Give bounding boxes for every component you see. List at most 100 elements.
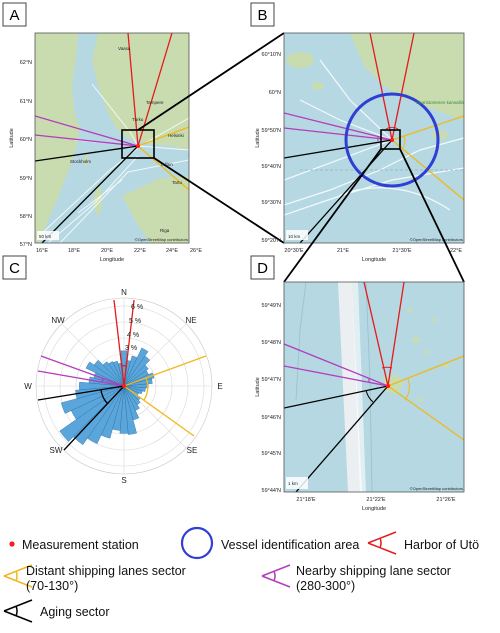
rose-sectors	[37, 299, 207, 451]
svg-text:59°47'N: 59°47'N	[262, 377, 281, 383]
svg-text:16°E: 16°E	[36, 248, 48, 254]
map-credit: ©OpenStreetMap contributors	[135, 237, 188, 242]
svg-text:6 %: 6 %	[131, 304, 143, 311]
rose-bar	[79, 381, 125, 391]
black-sector-icon	[3, 599, 33, 623]
svg-text:59°N: 59°N	[20, 176, 32, 182]
panel-d-xticks: 21°18'E 21°22'E 21°26'E	[296, 497, 455, 503]
svg-text:59°48'N: 59°48'N	[262, 340, 281, 346]
rose-bar	[112, 360, 125, 387]
panel-a-letter: A	[9, 7, 19, 24]
svg-text:59°49'N: 59°49'N	[262, 303, 281, 309]
svg-text:60°10'N: 60°10'N	[262, 52, 281, 58]
panel-a-ylabel: Latitude	[9, 128, 15, 148]
svg-text:24°E: 24°E	[166, 248, 178, 254]
svg-text:SE: SE	[187, 446, 198, 455]
panel-d: D	[250, 255, 465, 512]
rose-bar	[85, 361, 125, 387]
svg-text:21°22'E: 21°22'E	[366, 497, 385, 503]
svg-text:NE: NE	[185, 316, 196, 325]
panel-b-yticks: 60°10'N 60°N 59°50'N 59°40'N 59°30'N 59°…	[262, 52, 281, 244]
legend-item-distant-lanes: Distant shipping lanes sector (70-130°)	[3, 564, 186, 593]
panel-c-letter-box	[2, 255, 27, 280]
svg-text:21°30'E: 21°30'E	[392, 248, 411, 254]
rose-bar	[117, 362, 125, 387]
rose-bar	[119, 385, 129, 434]
svg-text:21°18'E: 21°18'E	[296, 497, 315, 503]
rose-bars	[59, 347, 155, 446]
rose-direction-labels: N NE E SE S SW W NW	[24, 288, 222, 485]
panel-d-ylabel: Latitude	[255, 377, 261, 397]
rose-bar	[102, 361, 125, 387]
legend-item-station: Measurement station	[9, 538, 139, 552]
svg-text:21°E: 21°E	[337, 248, 349, 254]
svg-text:21°26'E: 21°26'E	[436, 497, 455, 503]
svg-text:20°E: 20°E	[101, 248, 113, 254]
svg-text:SW: SW	[50, 446, 63, 455]
panel-d-map: 1 km ©OpenStreetMap contributors	[284, 282, 464, 492]
svg-text:Aging sector: Aging sector	[40, 605, 109, 619]
place-label: Riga	[160, 228, 170, 233]
panel-b-letter: B	[257, 7, 267, 24]
legend: Measurement station Vessel identificatio…	[3, 526, 479, 623]
svg-text:59°20'N: 59°20'N	[262, 238, 281, 244]
panel-a-xlabel: Longitude	[100, 257, 124, 263]
zoom-connector	[283, 148, 382, 283]
svg-text:58°N: 58°N	[20, 214, 32, 220]
svg-text:Measurement station: Measurement station	[22, 538, 139, 552]
zoom-connector	[399, 148, 465, 283]
panel-a: A	[2, 2, 202, 263]
svg-text:(70-130°): (70-130°)	[26, 579, 78, 593]
yellow-sector-icon	[3, 564, 33, 588]
svg-text:59°44'N: 59°44'N	[262, 488, 281, 494]
svg-text:20°30'E: 20°30'E	[284, 248, 303, 254]
blue-circle-icon	[180, 526, 214, 560]
svg-text:Nearby shipping lane sector: Nearby shipping lane sector	[296, 564, 451, 578]
svg-text:3 %: 3 %	[125, 345, 137, 352]
scale-bar-label: 1 km	[288, 481, 298, 486]
vessel-identification-circle	[344, 92, 440, 188]
svg-text:Vessel identification area: Vessel identification area	[221, 538, 359, 552]
svg-text:59°50'N: 59°50'N	[262, 128, 281, 134]
svg-text:W: W	[24, 382, 32, 391]
svg-text:S: S	[121, 476, 126, 485]
red-sector-icon	[367, 531, 397, 555]
panel-b-ylabel: Latitude	[255, 128, 261, 148]
scale-bar-label: 50 km	[39, 234, 52, 239]
rose-bar	[123, 364, 149, 387]
panel-c-letter: C	[9, 260, 20, 277]
panel-a-yticks: 62°N 61°N 60°N 59°N 58°N 57°N	[20, 60, 32, 248]
purple-sector-icon	[261, 564, 291, 588]
svg-text:E: E	[217, 382, 222, 391]
legend-item-harbor: Harbor of Utö	[367, 531, 479, 555]
svg-text:NW: NW	[51, 316, 65, 325]
svg-text:62°N: 62°N	[20, 60, 32, 66]
svg-text:57°N: 57°N	[20, 242, 32, 248]
rose-bar	[123, 347, 149, 387]
svg-text:59°46'N: 59°46'N	[262, 415, 281, 421]
legend-item-vessel-area: Vessel identification area	[180, 526, 359, 560]
rose-bar	[60, 385, 125, 414]
rose-bar	[108, 361, 125, 387]
rose-ring-labels: 6 % 5 % 4 % 3 %	[125, 304, 143, 352]
rose-bar	[123, 385, 137, 435]
place-label: Tallinn	[160, 162, 173, 167]
panel-d-xlabel: Longitude	[362, 506, 386, 512]
rose-center-station	[122, 384, 126, 388]
place-label: Turku	[132, 117, 144, 122]
svg-text:N: N	[121, 288, 127, 297]
rose-bar	[59, 385, 125, 442]
zoom-connector	[137, 32, 285, 131]
svg-text:61°N: 61°N	[20, 99, 32, 105]
place-label: Tartu	[172, 180, 183, 185]
svg-text:59°45'N: 59°45'N	[262, 451, 281, 457]
svg-text:60°N: 60°N	[20, 137, 32, 143]
svg-text:60°N: 60°N	[269, 90, 281, 96]
svg-text:Distant shipping lanes sector: Distant shipping lanes sector	[26, 564, 186, 578]
panel-a-letter-box	[2, 2, 27, 27]
svg-text:Harbor of Utö: Harbor of Utö	[404, 538, 479, 552]
rose-bar	[123, 378, 153, 387]
map-credit: ©OpenStreetMap contributors	[410, 237, 463, 242]
rose-bar	[123, 355, 151, 387]
svg-text:59°30'N: 59°30'N	[262, 200, 281, 206]
